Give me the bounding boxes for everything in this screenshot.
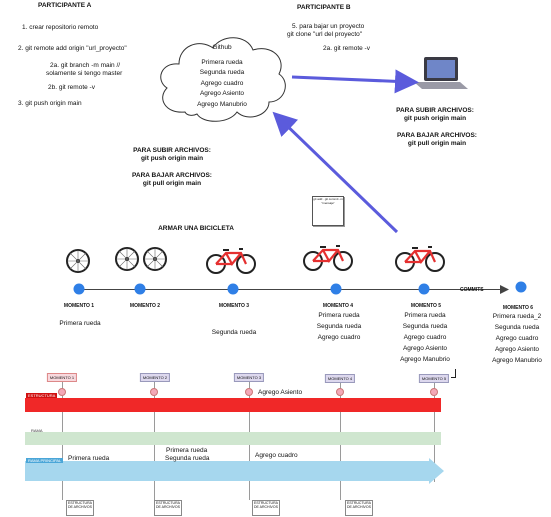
- github-item: Agrego cuadro: [200, 80, 244, 87]
- moment-item: Primera rueda: [59, 320, 101, 327]
- participant-a-step: 2a. git branch -m main //: [50, 62, 121, 69]
- center-download-title: PARA BAJAR ARCHIVOS:: [132, 172, 212, 179]
- participant-a-step: 2b. git remote -v: [48, 84, 95, 91]
- b-upload-cmd: git push origin main: [403, 115, 467, 122]
- commit-node[interactable]: [418, 283, 430, 295]
- note-text: git add . git commit -m "mensaje": [313, 197, 343, 205]
- commit-node[interactable]: [515, 281, 527, 293]
- file-structure-box: ESTRUCTURA DE ARCHIVOS: [252, 500, 280, 516]
- moment-item: Primera rueda: [318, 312, 360, 319]
- moment-item: Agrego Asiento: [494, 346, 540, 353]
- moment-item: Segunda rueda: [316, 323, 362, 330]
- laptop-icon: [414, 57, 468, 89]
- wheel-icon: [115, 247, 139, 271]
- branch-dot: [245, 388, 253, 396]
- moment-item: Segunda rueda: [211, 329, 257, 336]
- moment-tag: MOMENTO 5: [418, 374, 450, 383]
- moment-item: Agrego Asiento: [402, 345, 448, 352]
- wheel-icon: [66, 249, 90, 273]
- file-structure-box: ESTRUCTURA DE ARCHIVOS: [345, 500, 373, 516]
- participant-a-step: solamente si tengo master: [46, 70, 123, 77]
- branch-blue-text: Primera rueda: [68, 455, 110, 462]
- arrow-cloud-to-laptop: [291, 69, 419, 94]
- branch-bar-red: [25, 398, 441, 412]
- branch-dot: [430, 388, 438, 396]
- moment-tag: MOMENTO 4: [324, 374, 356, 383]
- note-card: git add . git commit -m "mensaje": [312, 196, 344, 226]
- participant-a-step: 3. git push origin main: [18, 100, 82, 107]
- participant-a-title: PARTICIPANTE A: [38, 2, 92, 9]
- moment-item: Agrego Manubrio: [400, 356, 450, 363]
- center-upload-title: PARA SUBIR ARCHIVOS:: [133, 147, 211, 154]
- branch-bar-blue: [25, 458, 444, 484]
- branch-dot: [336, 388, 344, 396]
- participant-b-step: 2a. git remote -v: [323, 45, 370, 52]
- moment-tag: MOMENTO 3: [233, 373, 265, 382]
- github-item: Primera rueda: [201, 59, 243, 66]
- commits-label: COMMITS: [460, 287, 484, 293]
- bicycle-icon: [206, 248, 256, 274]
- b-upload-title: PARA SUBIR ARCHIVOS:: [396, 107, 474, 114]
- commit-node[interactable]: [330, 283, 342, 295]
- moment-item: Agrego cuadro: [317, 334, 361, 341]
- moment-item: Primera rueda_2: [492, 313, 542, 320]
- participant-b-step: git clone "url del proyecto": [287, 31, 363, 38]
- github-item: Segunda rueda: [199, 69, 245, 76]
- file-structure-box: ESTRUCTURA DE ARCHIVOS: [66, 500, 94, 516]
- participant-b-title: PARTICIPANTE B: [297, 4, 351, 11]
- moment-label: MOMENTO 2: [129, 303, 161, 309]
- file-structure-box: ESTRUCTURA DE ARCHIVOS: [154, 500, 182, 516]
- branch-bar-green: [25, 432, 441, 445]
- center-download-cmd: git pull origin main: [142, 180, 202, 187]
- timeline-line: [79, 289, 503, 290]
- branch-blue-text: Agrego cuadro: [255, 452, 298, 459]
- moment-label: MOMENTO 6: [502, 305, 534, 311]
- b-download-title: PARA BAJAR ARCHIVOS:: [397, 132, 477, 139]
- arrow-to-cloud: [272, 111, 399, 234]
- moment-tag: MOMENTO 1: [46, 373, 78, 382]
- branch-red-label: ESTRUCTURA: [26, 393, 58, 398]
- participant-a-step: 1. crear repositorio remoto: [22, 24, 99, 31]
- moment-label: MOMENTO 5: [410, 303, 442, 309]
- branch-dot: [58, 388, 66, 396]
- moment-label: MOMENTO 4: [322, 303, 354, 309]
- github-item: Agrego Manubrio: [197, 101, 247, 108]
- commit-node[interactable]: [134, 283, 146, 295]
- moment-item: Agrego cuadro: [495, 335, 539, 342]
- branch-dot: [150, 388, 158, 396]
- moment-label: MOMENTO 1: [63, 303, 95, 309]
- branch-blue-text: Segunda rueda: [165, 455, 210, 462]
- moment-item: Agrego Manubrio: [492, 357, 542, 364]
- bicycle-icon: [395, 246, 445, 272]
- github-title: Github: [212, 44, 232, 51]
- branch-green-label: RAMA: [31, 428, 43, 433]
- center-upload-cmd: git push origin main: [140, 155, 204, 162]
- moment-item: Primera rueda: [404, 312, 446, 319]
- branch-blue-label: RAMA PRINCIPAL: [26, 458, 64, 463]
- moment-tag: MOMENTO 2: [139, 373, 171, 382]
- moment-label: MOMENTO 3: [218, 303, 250, 309]
- moment-item: Agrego cuadro: [403, 334, 447, 341]
- b-download-cmd: git pull origin main: [407, 140, 467, 147]
- bike-title: ARMAR UNA BICICLETA: [158, 225, 234, 232]
- moment-item: Segunda rueda: [402, 323, 448, 330]
- bicycle-icon: [303, 245, 353, 271]
- commit-node[interactable]: [227, 283, 239, 295]
- participant-b-step: 5. para bajar un proyecto: [292, 23, 365, 30]
- wheel-icon: [143, 247, 167, 271]
- github-item: Agrego Asiento: [199, 90, 245, 97]
- participant-a-step: 2. git remote add origin "url_proyecto": [18, 45, 127, 52]
- github-cloud-icon: [160, 37, 286, 122]
- moment-item: Segunda rueda: [494, 324, 540, 331]
- timeline-arrowhead-icon: [500, 285, 509, 294]
- cursor-marker-icon: [451, 369, 456, 378]
- commit-node[interactable]: [73, 283, 85, 295]
- branch-red-text: Agrego Asiento: [258, 389, 303, 396]
- branch-blue-text: Primera rueda: [166, 447, 208, 454]
